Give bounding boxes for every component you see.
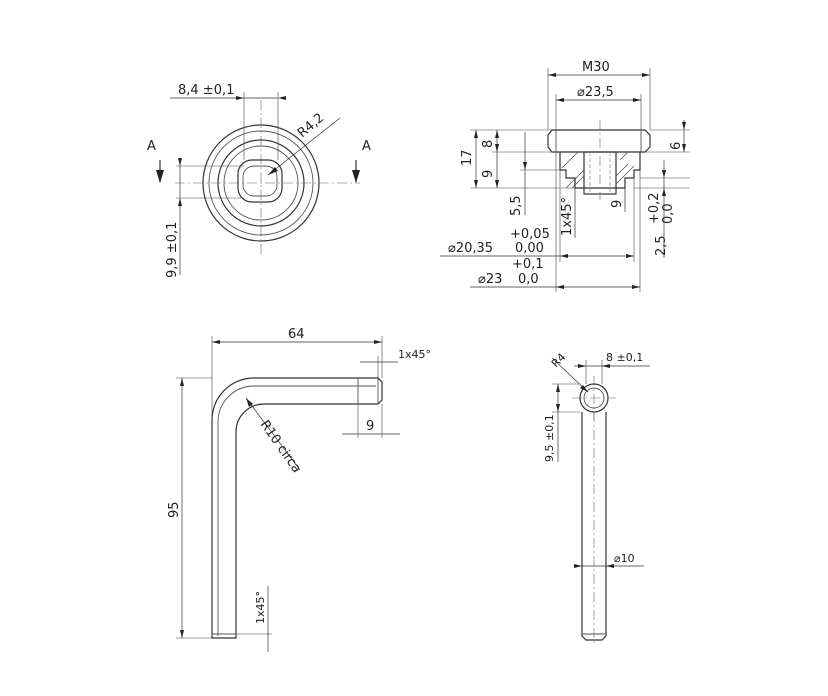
nut-thread-label: M30 [582,60,610,75]
pin-view: R4 8 ±0,1 9,5 ±0,1 ⌀10 [543,351,650,646]
nut-depth-tol-lower: 0,0 [661,203,676,224]
nut-dia2-value: ⌀23 [478,272,502,287]
nut-height-8-arrow-top [495,130,499,138]
pin-height-arrow-bottom [556,404,560,412]
lever-radius-leader [245,397,301,471]
lever-height-arrow-bottom [180,630,184,638]
ring-radius-label: R4,2 [295,110,327,141]
nut-depth-arrow-bottom [662,188,666,196]
nut-height-17-arrow-top [474,130,478,138]
nut-chamfer-label: 1x45° [560,197,575,236]
pin-shaft [581,412,607,641]
nut-height-8-arrow-bottom [495,144,499,152]
nut-dia2-tol-lower: 0,0 [518,272,539,287]
section-arrow-left-head [156,170,164,183]
nut-height-9-label: 9 [481,170,496,178]
pin-dia-label: ⌀10 [614,552,635,565]
nut-depth-label: 2,5 [654,235,669,256]
nut-flange-arrow-top [682,122,686,130]
nut-dia1-arrow-right [626,254,634,258]
lever-chamfer-top-label: 1x45° [398,348,431,361]
lever-outline [211,377,383,639]
lever-radius-arrow [246,398,253,407]
ring-width-arrow-left [236,96,244,100]
pin-width-arrow-right [602,364,610,368]
nut-flange-label: 6 [669,142,684,150]
nut-inner-dia-label: ⌀23,5 [577,85,614,100]
pin-dia-arrow-right [606,564,614,568]
ring-width-label: 8,4 ±0,1 [178,83,234,98]
nut-thread-arrow-left [548,73,556,77]
pin-radius-arrow [580,385,588,392]
ring-height-arrow-bottom [178,198,182,206]
nut-inner-arrow-right [633,98,641,102]
pin-width-arrow-left [578,364,586,368]
nut-dia1-tol-upper: +0,05 [510,227,550,242]
section-label-left: A [147,139,156,154]
lever-length-label: 64 [288,327,305,342]
nut-flange-arrow-bottom [682,144,686,152]
nut-groove-arrow [523,162,527,170]
nut-bore-label: 9 [610,200,625,208]
lever-height-label: 95 [167,501,182,518]
ring-slot-outline [237,159,283,203]
nut-view: M30 ⌀23,5 17 8 9 5,5 1x45° 9 [440,60,690,292]
section-label-right: A [362,139,371,154]
lever-height-arrow-top [180,378,184,386]
nut-dia2-arrow-left [556,285,564,289]
nut-dia1-arrow-left [560,254,568,258]
ring-view: 8,4 ±0,1 R4,2 9,9 ±0,1 A A [147,83,371,278]
lever-view: 64 1x45° R10 circa 9 95 1x45° [167,327,431,652]
lever-end-label: 9 [366,419,374,434]
nut-dia2-arrow-right [632,285,640,289]
pin-height-arrow-top [556,384,560,392]
nut-section-hatching [561,151,635,189]
nut-dia2-tol-upper: +0,1 [512,257,544,272]
nut-inner-arrow-left [556,98,564,102]
nut-upper-body [547,129,651,153]
nut-dia1-tol-lower: 0,00 [515,241,544,256]
nut-height-17-arrow-bottom [474,180,478,188]
nut-height-17-label: 17 [460,149,475,166]
nut-depth-tol-upper: +0,2 [647,192,662,224]
lever-inner-edge [217,385,376,636]
ring-width-arrow-right [278,96,286,100]
lever-length-arrow-left [212,340,220,344]
ring-height-label: 9,9 ±0,1 [165,222,180,278]
lever-chamfer-bottom-label: 1x45° [254,591,267,624]
nut-groove-label: 5,5 [509,195,524,216]
nut-dia1-value: ⌀20,35 [448,241,493,256]
ring-slot-inner [242,165,278,197]
pin-width-label: 8 ±0,1 [606,351,643,364]
ring-radius-arrow [268,167,278,175]
nut-thread-arrow-right [642,73,650,77]
lever-radius-label: R10 circa [257,418,304,476]
nut-height-9-arrow-bottom [495,180,499,188]
pin-dia-arrow-left [574,564,582,568]
nut-depth-arrow-top [662,170,666,178]
lever-length-arrow-right [374,340,382,344]
pin-radius-label: R4 [549,351,569,371]
section-arrow-right-head [352,170,360,183]
ring-height-arrow-top [178,158,182,166]
ring-radius-leader [267,117,341,176]
nut-height-8-label: 8 [481,140,496,148]
pin-height-label: 9,5 ±0,1 [543,414,556,462]
